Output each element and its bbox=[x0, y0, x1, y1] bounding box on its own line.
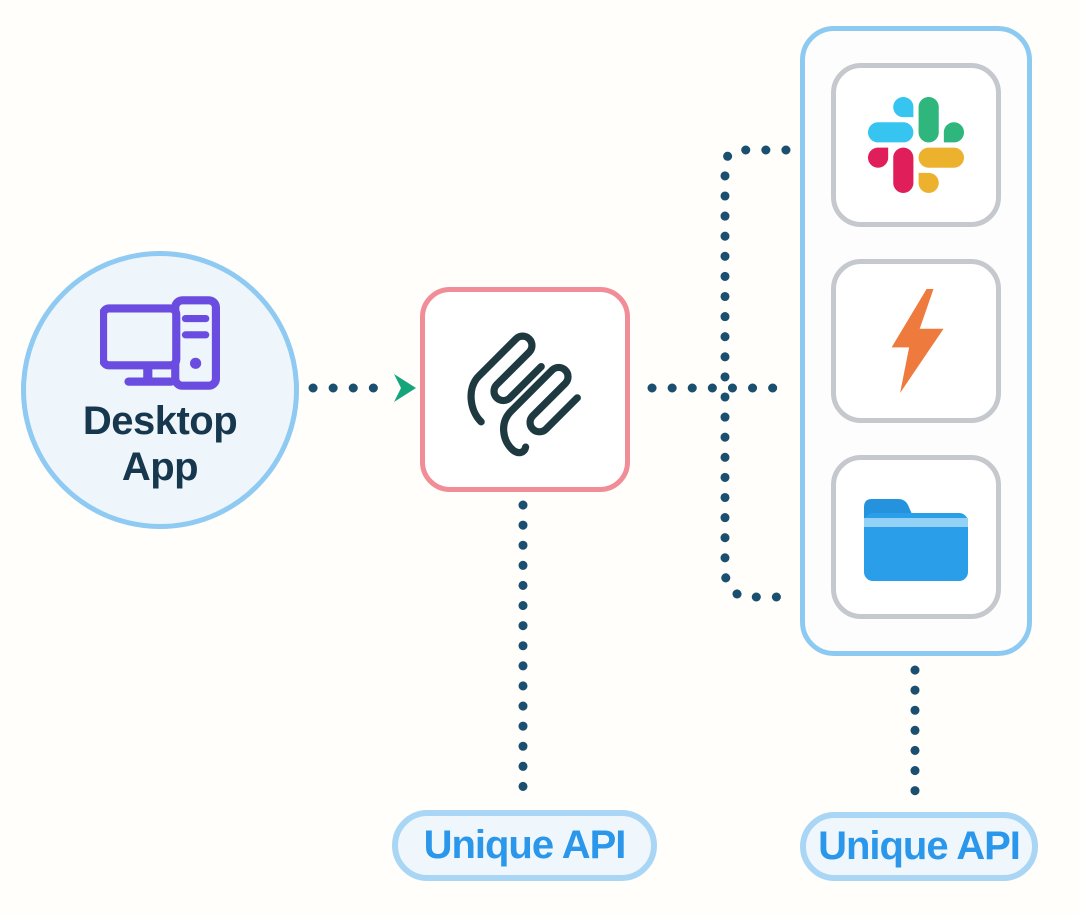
desktop-computer-icon bbox=[100, 296, 220, 390]
desktop-app-label-line2: App bbox=[121, 445, 199, 489]
integrations-panel bbox=[800, 26, 1032, 656]
unique-api-label-right: Unique API bbox=[800, 812, 1038, 881]
unique-api-label-left: Unique API bbox=[392, 810, 657, 881]
app-box-slack bbox=[831, 63, 1001, 227]
desktop-app-label-line1: Desktop bbox=[82, 399, 238, 443]
arrowhead-icon bbox=[394, 374, 416, 402]
folder-icon bbox=[864, 499, 968, 581]
unique-api-text-right: Unique API bbox=[818, 824, 1021, 868]
paperclip-logo-icon bbox=[467, 332, 581, 456]
app-box-lightning bbox=[831, 259, 1001, 423]
hub-node bbox=[420, 287, 630, 492]
unique-api-text-left: Unique API bbox=[423, 823, 627, 867]
branch-trunk-line bbox=[720, 145, 791, 602]
app-box-folder bbox=[831, 455, 1001, 619]
desktop-app-node: Desktop App bbox=[21, 251, 299, 529]
lightning-bolt-icon bbox=[891, 289, 944, 393]
desktop-app-label: Desktop App bbox=[82, 398, 238, 490]
slack-icon bbox=[868, 97, 964, 193]
